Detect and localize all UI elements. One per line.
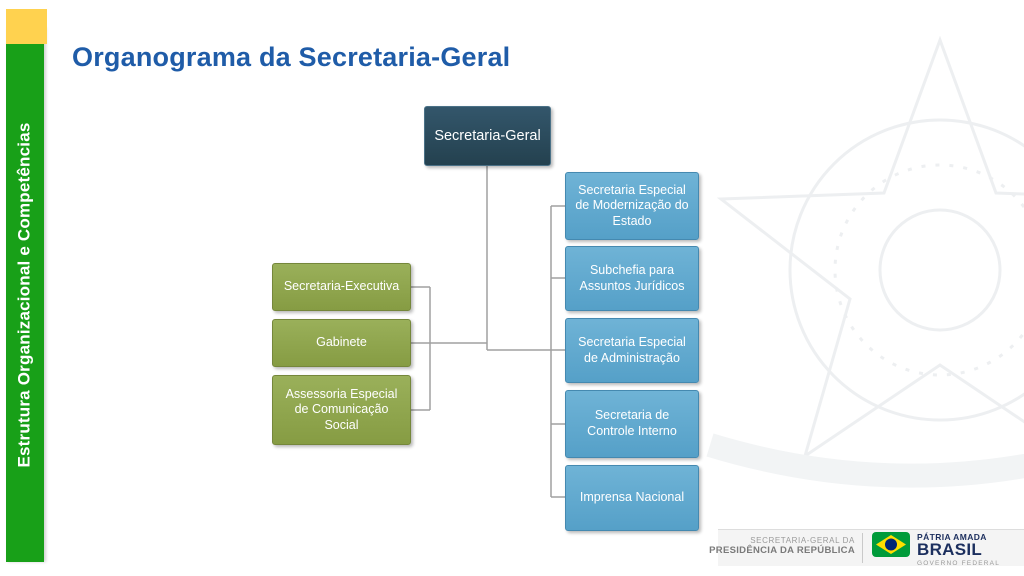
yellow-accent-square bbox=[6, 9, 47, 44]
footer-org-line2: PRESIDÊNCIA DA REPÚBLICA bbox=[709, 545, 855, 556]
org-box-label: Secretaria-Executiva bbox=[283, 279, 400, 294]
org-box-label: Secretaria Especial de Administração bbox=[578, 334, 686, 365]
org-box-secretaria-geral: Secretaria-Geral bbox=[424, 106, 551, 166]
org-box-label: Imprensa Nacional bbox=[579, 490, 685, 505]
org-box-label: Secretaria Especial de Modernização do E… bbox=[575, 182, 689, 228]
sidebar-label: Estrutura Organizacional e Competências bbox=[15, 122, 34, 468]
org-box-gabinete: Gabinete bbox=[272, 319, 411, 367]
org-box-controle-interno: Secretaria de Controle Interno bbox=[565, 390, 699, 458]
org-box-label: Assessoria Especial de Comunicação Socia… bbox=[285, 386, 398, 432]
org-box-label: Gabinete bbox=[316, 335, 367, 350]
org-box-imprensa-nacional: Imprensa Nacional bbox=[565, 465, 699, 531]
footer-org-line1: SECRETARIA-GERAL DA bbox=[750, 536, 855, 545]
org-box-assessoria-comunicacao: Assessoria Especial de Comunicação Socia… bbox=[272, 375, 411, 445]
page-title: Organograma da Secretaria-Geral bbox=[72, 42, 511, 72]
brand-text: PÁTRIA AMADA BRASIL GOVERNO FEDERAL bbox=[917, 532, 1000, 567]
government-brand: PÁTRIA AMADA BRASIL GOVERNO FEDERAL bbox=[872, 532, 1000, 567]
brand-name: BRASIL bbox=[917, 540, 983, 559]
org-box-secretaria-executiva: Secretaria-Executiva bbox=[272, 263, 411, 311]
sidebar: Estrutura Organizacional e Competências bbox=[6, 28, 44, 562]
org-box-modernizacao-estado: Secretaria Especial de Modernização do E… bbox=[565, 172, 699, 240]
brazil-flag-icon bbox=[872, 532, 910, 557]
brand-subtitle: GOVERNO FEDERAL bbox=[917, 560, 1001, 568]
footer-divider bbox=[862, 533, 863, 563]
brand-tagline: PÁTRIA AMADA bbox=[917, 532, 987, 542]
footer-band bbox=[718, 529, 1024, 566]
org-box-administracao: Secretaria Especial de Administração bbox=[565, 318, 699, 383]
footer-org-name: SECRETARIA-GERAL DA PRESIDÊNCIA DA REPÚB… bbox=[640, 536, 855, 556]
org-box-label: Secretaria-Geral bbox=[434, 127, 541, 144]
coat-of-arms-watermark bbox=[706, 35, 1024, 488]
org-box-label: Subchefia para Assuntos Jurídicos bbox=[579, 262, 685, 293]
org-box-label: Secretaria de Controle Interno bbox=[587, 408, 677, 438]
org-box-assuntos-juridicos: Subchefia para Assuntos Jurídicos bbox=[565, 246, 699, 311]
